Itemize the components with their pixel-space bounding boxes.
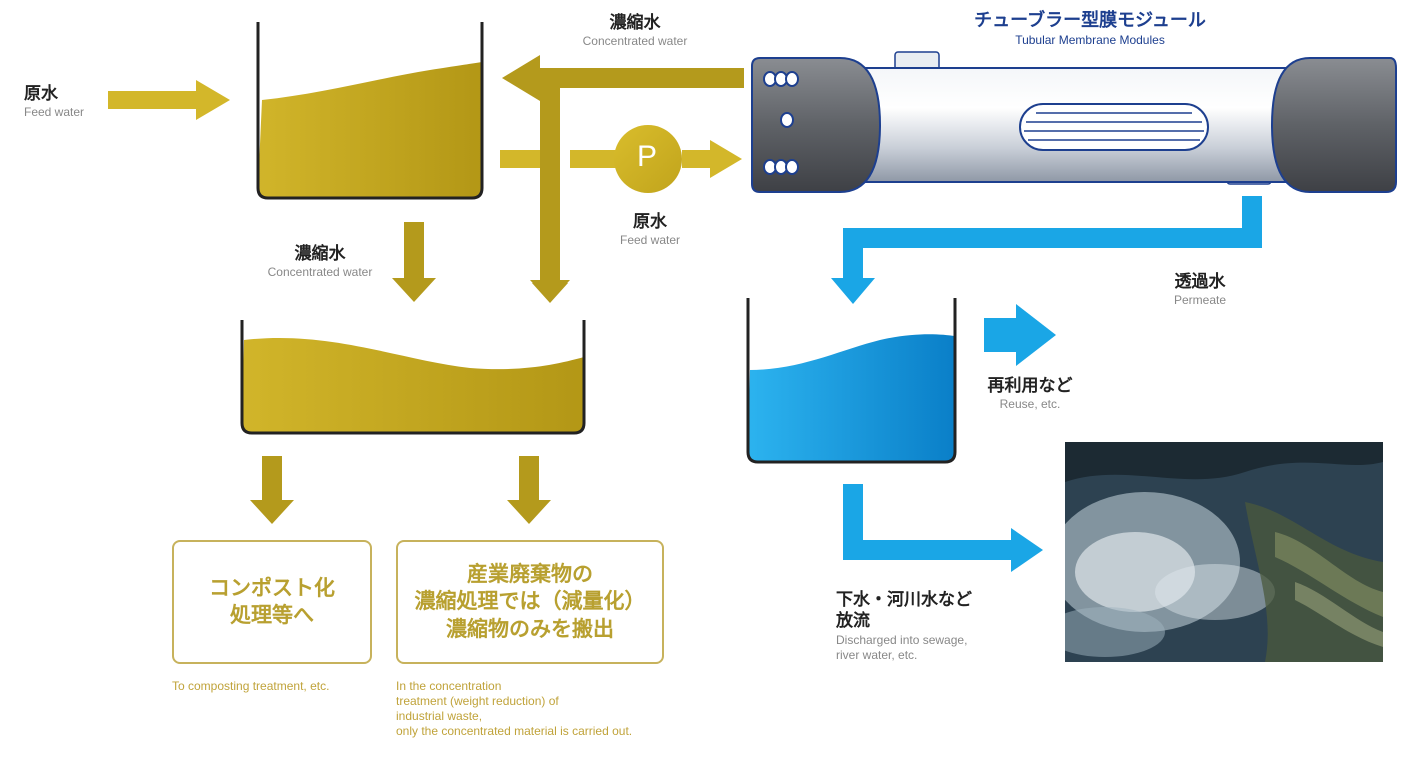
- feed-water-arrow: [108, 80, 230, 120]
- discharge-arrow: [843, 484, 1043, 572]
- pump-feed-line: [500, 125, 742, 193]
- compost-box-line2: 処理等へ: [230, 603, 314, 627]
- discharge-en-2: river water, etc.: [836, 647, 918, 662]
- industrial-en-3: industrial waste,: [396, 709, 483, 723]
- feed-water-en: Feed water: [24, 105, 85, 120]
- pump-feed-water-jp: 原水: [633, 212, 667, 232]
- permeate-jp: 透過水: [1174, 272, 1226, 292]
- concentrated-water-top-en: Concentrated water: [582, 34, 688, 49]
- concentrate-down-arrow: [392, 222, 436, 302]
- industrial-box-line2: 濃縮処理では（減量化）: [414, 589, 646, 614]
- permeate-en: Permeate: [1173, 293, 1227, 308]
- pump-feed-water-en: Feed water: [619, 233, 681, 248]
- permeate-line: [831, 196, 1262, 304]
- industrial-box-line3: 濃縮物のみを搬出: [446, 616, 614, 641]
- feed-water-jp: 原水: [24, 84, 58, 104]
- industrial-en-2: treatment (weight reduction) of: [396, 694, 559, 708]
- permeate-label: 透過水 Permeate: [1150, 272, 1250, 308]
- pump-icon: [614, 125, 682, 193]
- concentrate-return-arrow: [502, 55, 744, 303]
- discharge-jp-2: 放流: [836, 611, 870, 632]
- river-photo: [1065, 442, 1383, 662]
- industrial-down-arrow: [507, 456, 551, 524]
- permeate-tank: [746, 298, 957, 464]
- feed-water-label: 原水 Feed water: [24, 84, 84, 120]
- compost-en: To composting treatment, etc.: [172, 679, 330, 693]
- compost-box-line1: コンポスト化: [209, 575, 335, 600]
- discharge-label: 下水・河川水など 放流 Discharged into sewage, rive…: [836, 590, 972, 663]
- concentrated-water-mid-jp: 濃縮水: [294, 244, 346, 264]
- concentrated-water-top-label: 濃縮水 Concentrated water: [560, 13, 710, 49]
- pump-letter: P: [637, 140, 658, 173]
- discharge-en-1: Discharged into sewage,: [836, 632, 968, 647]
- industrial-box: 産業廃棄物の 濃縮処理では（減量化） 濃縮物のみを搬出: [396, 540, 664, 664]
- module-title-jp: チューブラー型膜モジュール: [974, 10, 1206, 31]
- membrane-tubes-icon: [1019, 103, 1209, 151]
- compost-box: コンポスト化 処理等へ: [172, 540, 372, 664]
- module-title: チューブラー型膜モジュール Tubular Membrane Modules: [940, 10, 1240, 48]
- reuse-en: Reuse, etc.: [999, 397, 1061, 412]
- membrane-module: [751, 51, 1397, 193]
- discharge-jp-1: 下水・河川水など: [836, 590, 972, 610]
- concentrated-water-mid-label: 濃縮水 Concentrated water: [250, 244, 390, 280]
- concentrated-water-top-jp: 濃縮水: [609, 13, 661, 33]
- concentrate-tank: [240, 320, 586, 435]
- industrial-en: In the concentration treatment (weight r…: [396, 679, 632, 739]
- reuse-label: 再利用など Reuse, etc.: [965, 376, 1095, 412]
- compost-down-arrow: [250, 456, 294, 524]
- industrial-en-4: only the concentrated material is carrie…: [396, 724, 633, 738]
- reuse-jp: 再利用など: [987, 376, 1073, 396]
- module-title-en: Tubular Membrane Modules: [1015, 32, 1165, 47]
- industrial-box-line1: 産業廃棄物の: [467, 562, 593, 587]
- feed-tank: [256, 22, 484, 200]
- industrial-en-1: In the concentration: [396, 679, 502, 693]
- concentrated-water-mid-en: Concentrated water: [267, 265, 373, 280]
- pump-feed-water-label: 原水 Feed water: [590, 212, 710, 248]
- reuse-arrow: [984, 304, 1056, 366]
